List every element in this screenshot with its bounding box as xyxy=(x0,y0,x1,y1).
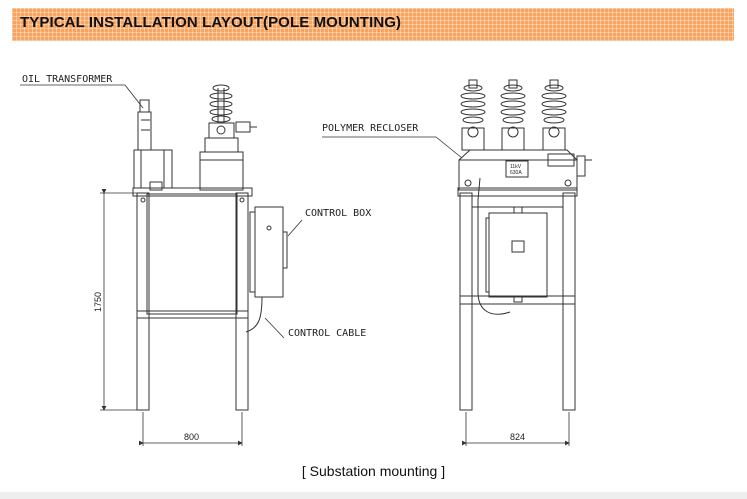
nameplate xyxy=(505,160,529,178)
nameplate-line1: 11kV xyxy=(510,164,522,170)
left-leg-front xyxy=(136,192,150,411)
height-dimension xyxy=(100,189,137,411)
left-leg-rear xyxy=(235,192,249,411)
cross-brace xyxy=(136,310,249,319)
bushing-right xyxy=(541,79,567,151)
height-dimension-text: 1750 xyxy=(93,292,103,312)
figure-caption: [ Substation mounting ] xyxy=(301,463,446,479)
right-width-dimension-text: 824 xyxy=(510,432,525,442)
bushing-left xyxy=(460,79,486,151)
left-width-dimension-text: 800 xyxy=(184,432,199,442)
recloser-tank xyxy=(146,193,238,315)
front-control-cable xyxy=(477,177,511,315)
transformer-body xyxy=(133,149,173,189)
right-leg-left xyxy=(459,192,473,411)
left-width-dimension xyxy=(139,412,243,446)
oil-transformer-label: OIL TRANSFORMER xyxy=(22,74,113,85)
control-box xyxy=(254,206,284,298)
bushing-middle xyxy=(500,79,526,151)
header-bar xyxy=(12,8,734,41)
page-title: TYPICAL INSTALLATION LAYOUT(POLE MOUNTIN… xyxy=(20,14,402,31)
control-box-label: CONTROL BOX xyxy=(305,208,371,219)
control-cable-label: CONTROL CABLE xyxy=(288,328,366,339)
front-view xyxy=(457,79,592,411)
side-view xyxy=(132,84,288,411)
polymer-recloser-label: POLYMER RECLOSER xyxy=(322,123,419,134)
recloser-head xyxy=(199,151,244,191)
right-width-dimension xyxy=(462,412,570,446)
footer-bar xyxy=(0,492,747,499)
insulator-sheds xyxy=(209,84,233,123)
nameplate-line2: 630A xyxy=(510,170,522,176)
control-cable-line xyxy=(245,296,263,333)
control-box-front xyxy=(488,212,548,298)
top-frame xyxy=(132,187,253,197)
right-leg-right xyxy=(562,192,576,411)
